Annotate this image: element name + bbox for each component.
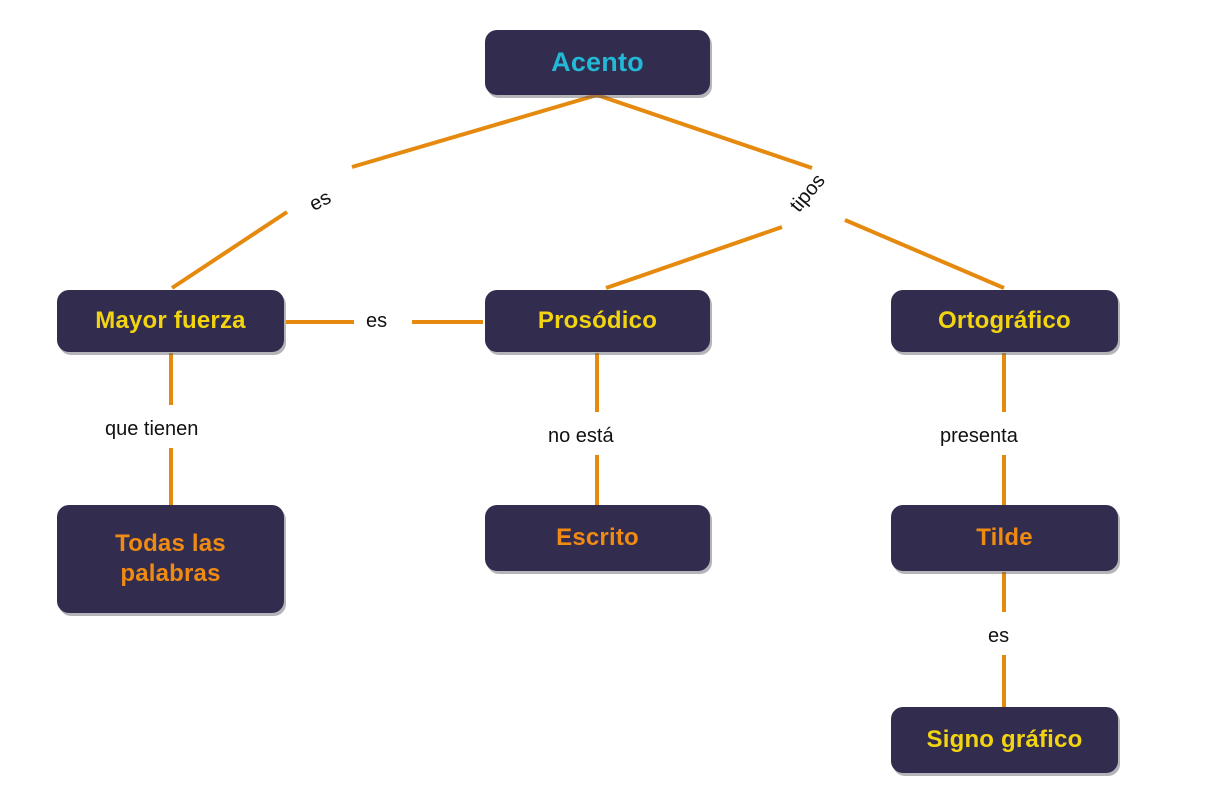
node-signo-grafico[interactable]: Signo gráfico (891, 707, 1118, 773)
node-escrito-label: Escrito (556, 524, 639, 551)
node-prosodico-label: Prosódico (537, 307, 658, 334)
edge-tipos-ortografico (844, 218, 1005, 290)
node-todas-las-palabras[interactable]: Todas las palabras (57, 505, 284, 613)
node-mayor-fuerza-label: Mayor fuerza (95, 307, 246, 334)
edge-label-no-esta: no está (548, 425, 614, 447)
edge-acento-mayor-fuerza-b (170, 210, 289, 290)
edge-label-tipos: tipos (785, 169, 830, 217)
edge-label-es-acento-mayor-fuerza: es (305, 186, 335, 216)
edge-label-que-tienen: que tienen (105, 418, 199, 440)
edge-acento-mayor-fuerza-a (351, 93, 598, 169)
node-todas-las-palabras-label: Todas las palabras (115, 530, 226, 587)
node-ortografico[interactable]: Ortográfico (891, 290, 1118, 352)
edge-label-es-tilde-signo: es (988, 625, 1010, 647)
node-tilde[interactable]: Tilde (891, 505, 1118, 571)
edge-tipos-prosodico (605, 225, 783, 290)
node-acento[interactable]: Acento (485, 30, 710, 95)
node-signo-grafico-label: Signo gráfico (926, 726, 1083, 753)
node-prosodico[interactable]: Prosódico (485, 290, 710, 352)
node-acento-label: Acento (551, 46, 644, 77)
edge-label-presenta: presenta (940, 425, 1018, 447)
node-mayor-fuerza[interactable]: Mayor fuerza (57, 290, 284, 352)
edge-label-es-mayor-fuerza-prosodico: es (366, 310, 388, 332)
node-tilde-label: Tilde (976, 524, 1033, 551)
node-ortografico-label: Ortográfico (938, 307, 1071, 334)
edge-acento-tipos-a (596, 93, 813, 170)
node-escrito[interactable]: Escrito (485, 505, 710, 571)
